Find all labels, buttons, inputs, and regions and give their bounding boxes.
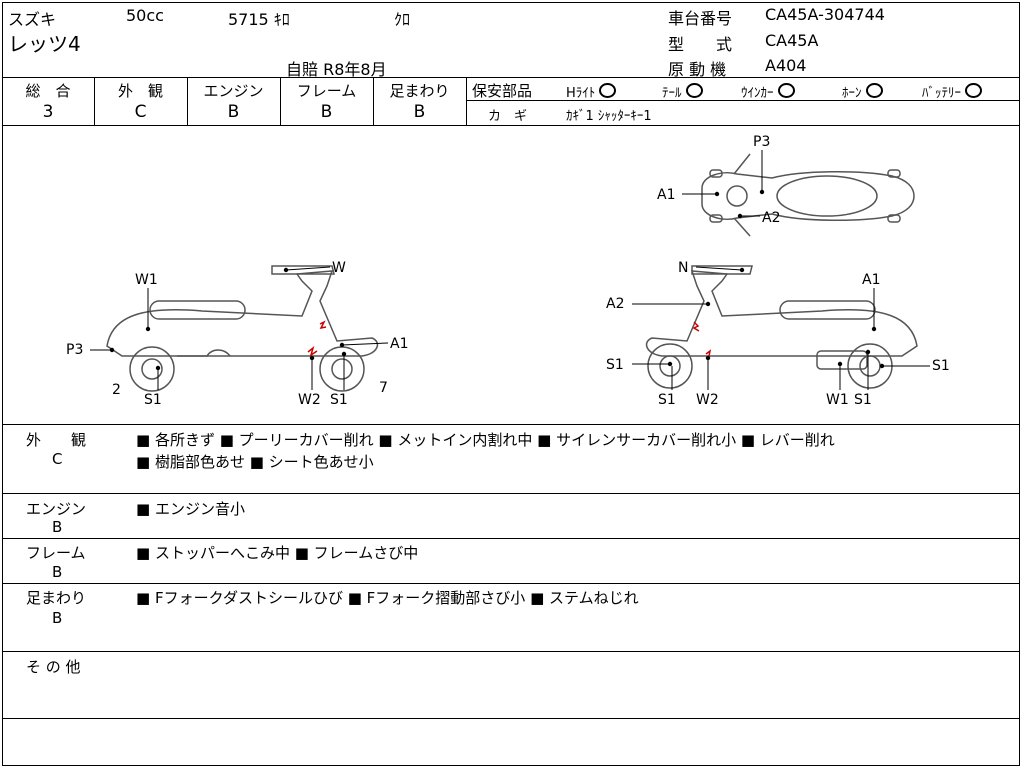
ok-circle-icon [599,83,617,98]
top-view-scooter-sketch [701,153,915,237]
grade-label-frame: フレーム [296,82,357,100]
type-label: 型 式 [668,35,733,54]
ok-circle-icon [965,83,982,98]
grade-value-engine: B [227,102,240,122]
left-label-7: 7 [379,380,388,396]
grade-divider [94,77,95,125]
displacement: 50cc [126,6,164,25]
grade-table-top [2,77,1020,78]
grade-divider [466,77,467,125]
ok-circle-icon [865,83,883,98]
right-label-s1-right: S1 [932,358,950,374]
section-title-other: そ の 他 [26,658,81,676]
frame-number-label: 車台番号 [668,9,733,28]
grade-table-bottom [2,125,1020,126]
right-label-a1: A1 [862,272,880,288]
left-label-w: W [332,260,346,276]
right-label-n: N [678,260,688,276]
safety-item-horn: ﾎｰﾝ [842,82,883,101]
section-divider [2,583,1020,584]
engine-value: A404 [765,56,807,75]
safety-item-tail: ﾃｰﾙ [662,82,703,101]
grade-label-suspension: 足まわり [389,82,450,100]
frame-number-value: CA45A-304744 [765,5,885,24]
top-label-a1: A1 [657,187,675,203]
section-title-engine: エンジン [26,500,87,518]
section-title-frame: フレーム [26,544,86,562]
left-label-w2: W2 [298,392,321,408]
model-name: レッツ4 [8,32,81,56]
grade-divider [280,77,281,125]
left-label-s1: S1 [144,392,162,408]
left-label-a1: A1 [390,336,408,352]
maker: スズキ [8,10,57,29]
section-line-engine-1: ■ エンジン音小 [136,500,245,518]
section-divider [2,493,1020,494]
grade-label-overall: 総 合 [25,82,71,100]
mileage: 5715 ｷﾛ [228,10,290,29]
right-label-w2: W2 [696,392,719,408]
left-label-w1: W1 [135,272,158,288]
color: ｸﾛ [394,10,411,29]
section-title-exterior: 外 観 [26,431,87,449]
left-label-2: 2 [112,382,121,398]
right-side-scooter-sketch [645,265,918,389]
left-label-s1-front: S1 [330,392,348,408]
safety-title: 保安部品 [472,82,533,100]
section-grade-suspension: B [52,609,63,627]
right-label-s1-rear: S1 [854,392,872,408]
left-label-p3: P3 [66,342,83,358]
section-grade-engine: B [52,518,63,536]
grade-value-frame: B [320,102,333,122]
ok-circle-icon [685,83,703,98]
top-label-p3: P3 [753,134,770,150]
section-title-suspension: 足まわり [26,589,87,607]
section-line-exterior-2: ■ 樹脂部色あせ ■ シート色あせ小 [136,453,374,471]
section-line-frame-1: ■ ストッパーへこみ中 ■ フレームさび中 [136,544,419,562]
key-label: カ ギ [488,109,528,124]
right-label-w1: W1 [826,392,849,408]
section-grade-exterior: C [52,450,63,468]
grade-divider [373,77,374,125]
section-grade-frame: B [52,563,63,581]
insurance: 自賠 R8年8月 [286,60,387,79]
section-divider [2,718,1020,719]
grade-divider [187,77,188,125]
right-label-s1-left: S1 [606,357,624,373]
section-divider [2,651,1020,652]
key-value: ｶｷﾞ1 ｼｬｯﾀｰｷｰ1 [566,109,652,124]
section-divider [2,538,1020,539]
top-label-a2: A2 [762,210,780,226]
ok-circle-icon [777,83,795,98]
section-divider [2,424,1020,425]
right-label-a2: A2 [606,296,624,312]
section-line-exterior-1: ■ 各所きず ■ プーリーカバー削れ ■ メットイン内割れ中 ■ サイレンサーカ… [136,431,835,449]
right-label-s1-bottom: S1 [658,392,676,408]
damage-diagram: W1 W P3 A1 2 S1 W2 S1 7 N A1 A2 S1 S1 S1… [66,134,950,408]
type-value: CA45A [765,31,819,50]
grade-value-exterior: C [134,102,147,122]
safety-divider [466,100,1020,101]
safety-item-headlight: Hﾗｲﾄ [566,82,617,101]
grade-label-exterior: 外 観 [117,82,163,100]
grade-value-overall: 3 [42,102,54,122]
safety-item-winker: ｳｲﾝｶｰ [741,82,795,101]
grade-label-engine: エンジン [203,82,264,100]
grade-value-suspension: B [413,102,426,122]
safety-item-battery: ﾊﾞｯﾃﾘｰ [922,82,982,101]
engine-label: 原 動 機 [668,60,727,79]
section-line-suspension-1: ■ Fフォークダストシールひび ■ Fフォーク摺動部さび小 ■ ステムねじれ [136,589,639,607]
